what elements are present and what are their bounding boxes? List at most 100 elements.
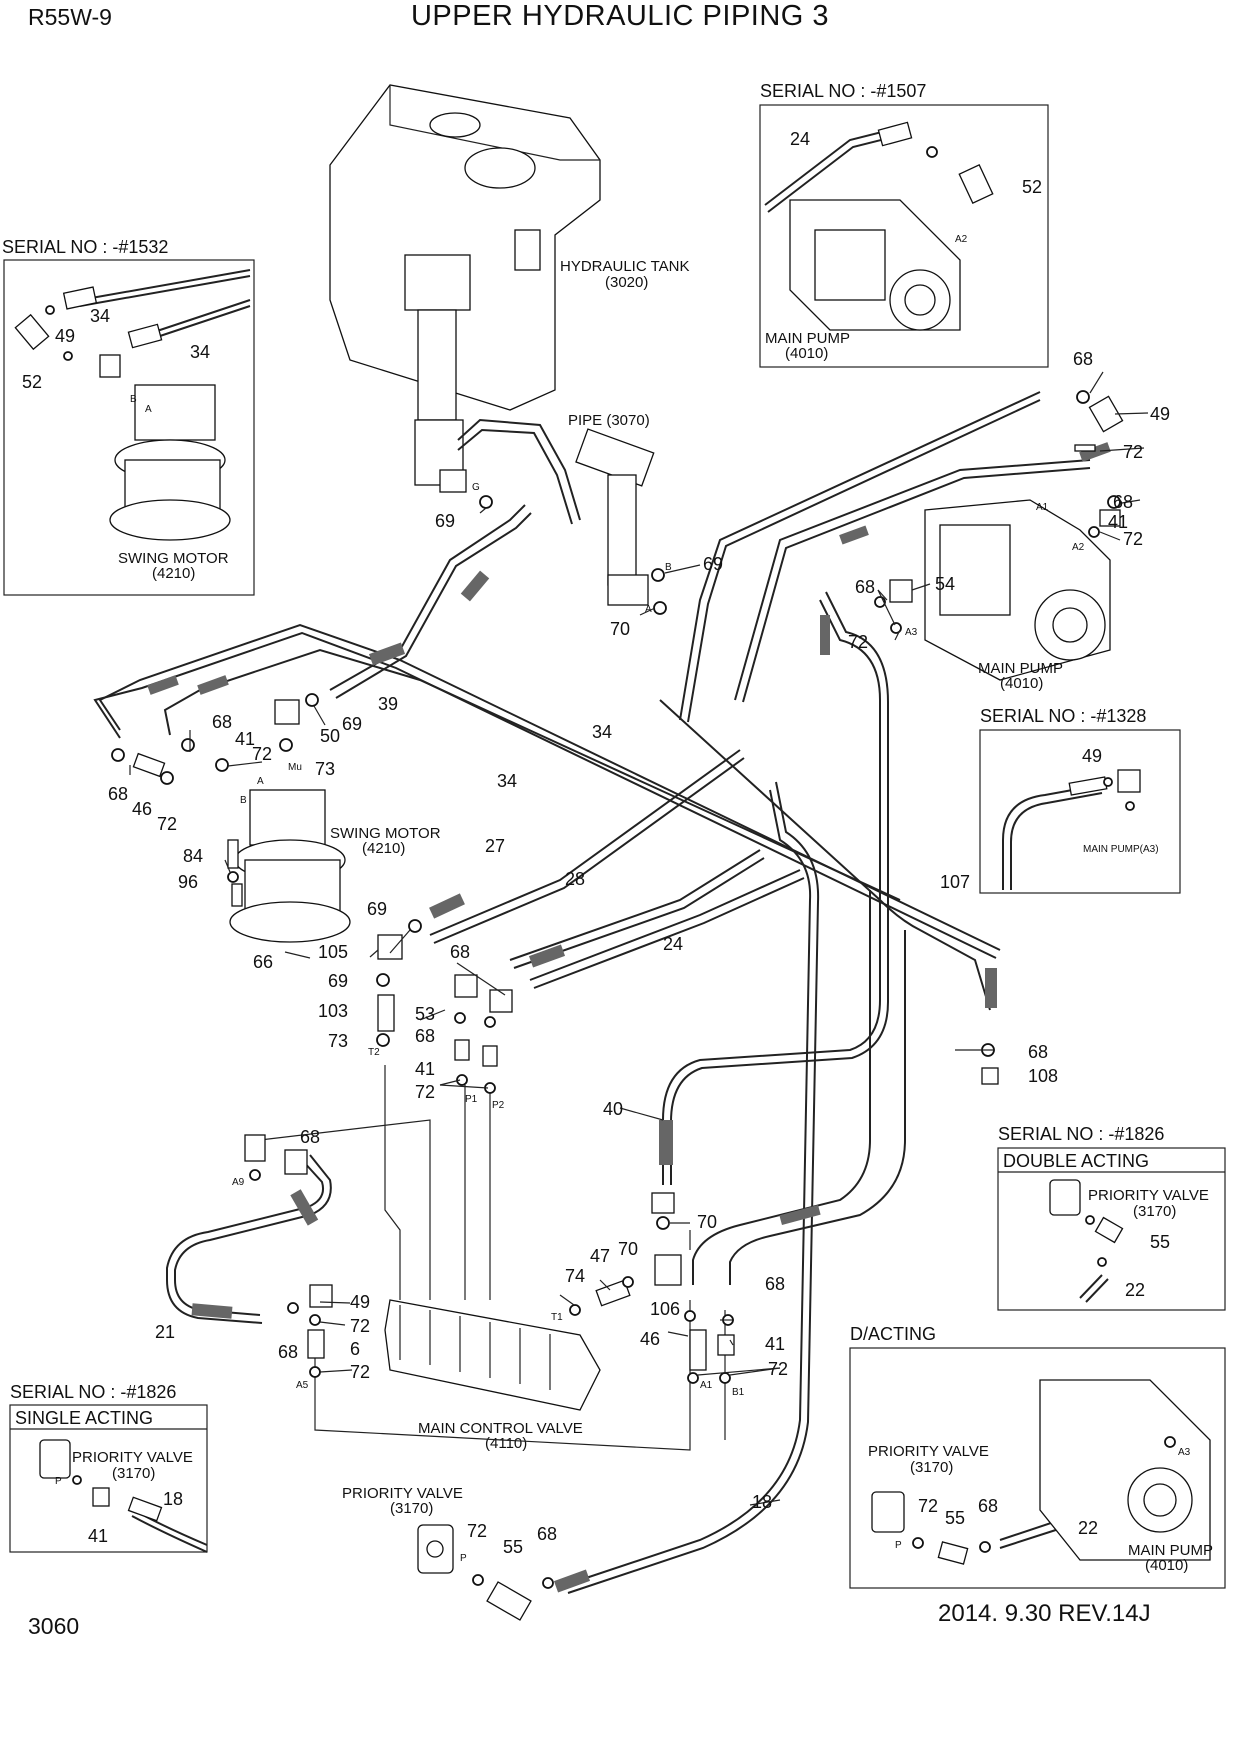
callout-103: 103 xyxy=(318,1001,348,1021)
port-p1: P1 xyxy=(465,1094,478,1105)
callout-68: 68 xyxy=(1073,349,1093,369)
callout-34: 34 xyxy=(190,342,210,362)
callout-6: 6 xyxy=(350,1339,360,1359)
swing-motor-code: (4210) xyxy=(362,840,405,857)
priority-valve-body xyxy=(1049,1179,1081,1216)
page-number: 3060 xyxy=(28,1613,80,1639)
callout-68: 68 xyxy=(1113,492,1133,512)
swing-motor: SWING MOTOR (4210) xyxy=(229,789,441,943)
callout-72: 72 xyxy=(467,1521,487,1541)
main-control-valve: MAIN CONTROL VALVE (4110) xyxy=(384,1299,601,1452)
priority-valve-code: (3170) xyxy=(910,1459,953,1476)
callout-54: 54 xyxy=(935,574,955,594)
callout-69: 69 xyxy=(367,899,387,919)
inset-serial-label: SERIAL NO : -#1328 xyxy=(980,706,1146,726)
callout-41: 41 xyxy=(765,1334,785,1354)
callout-55: 55 xyxy=(503,1537,523,1557)
callout-96: 96 xyxy=(178,872,198,892)
hoses xyxy=(93,391,1111,1594)
port-a1: A1 xyxy=(1036,502,1049,513)
callout-41: 41 xyxy=(235,729,255,749)
revision-stamp: 2014. 9.30 REV.14J xyxy=(938,1600,1151,1627)
callout-49: 49 xyxy=(350,1292,370,1312)
inset-heading: D/ACTING xyxy=(850,1324,936,1344)
callout-34: 34 xyxy=(90,306,110,326)
swing-motor-head xyxy=(134,384,216,441)
fittings xyxy=(111,390,1124,1384)
inset-serial-label: SERIAL NO : -#1826 xyxy=(10,1382,176,1402)
callout-106: 106 xyxy=(650,1299,680,1319)
inset-frame xyxy=(3,259,255,596)
callout-72: 72 xyxy=(1123,442,1143,462)
swing-motor-label: SWING MOTOR xyxy=(118,550,229,567)
callout-22: 22 xyxy=(1078,1518,1098,1538)
callout-69: 69 xyxy=(435,511,455,531)
callout-68: 68 xyxy=(1028,1042,1048,1062)
callout-107: 107 xyxy=(940,872,970,892)
port-mu: Mu xyxy=(288,762,302,773)
priority-valve-body xyxy=(39,1439,71,1479)
callout-41: 41 xyxy=(1108,512,1128,532)
inset-serial-label: SERIAL NO : -#1532 xyxy=(2,237,168,257)
callout-49: 49 xyxy=(55,326,75,346)
main-control-valve-label: MAIN CONTROL VALVE xyxy=(418,1420,583,1437)
inset-frame xyxy=(9,1404,208,1553)
callout-41: 41 xyxy=(415,1059,435,1079)
port-p2: P2 xyxy=(492,1100,505,1111)
callout-53: 53 xyxy=(415,1004,435,1024)
callout-68: 68 xyxy=(108,784,128,804)
callout-68: 68 xyxy=(415,1026,435,1046)
callout-66: 66 xyxy=(253,952,273,972)
callout-50: 50 xyxy=(320,726,340,746)
port-a1: A1 xyxy=(700,1380,713,1391)
swing-motor-head xyxy=(249,789,326,846)
callout-46: 46 xyxy=(640,1329,660,1349)
port-a: A xyxy=(257,776,264,787)
callout-72: 72 xyxy=(252,744,272,764)
priority-valve-body xyxy=(871,1491,905,1533)
callout-24: 24 xyxy=(663,934,683,954)
callout-68: 68 xyxy=(212,712,232,732)
inset-serial-1328: SERIAL NO : -#1328 49 MAIN PUMP(A3) xyxy=(979,706,1181,894)
callout-70: 70 xyxy=(610,619,630,639)
inset-serial-1532: SERIAL NO : -#1532 34 34 49 52 A B SWING… xyxy=(2,237,255,596)
callout-39: 39 xyxy=(378,694,398,714)
callout-21: 21 xyxy=(155,1322,175,1342)
callout-27: 27 xyxy=(485,836,505,856)
port-p: P xyxy=(55,1476,62,1487)
port-b: B xyxy=(665,562,672,573)
leader-lines xyxy=(129,371,1149,1506)
diagram-title: UPPER HYDRAULIC PIPING 3 xyxy=(410,0,830,32)
port-b: B xyxy=(240,795,247,806)
hydraulic-tank: HYDRAULIC TANK (3020) xyxy=(329,84,689,486)
pipe-label: PIPE (3070) xyxy=(568,412,650,429)
callout-49: 49 xyxy=(1082,746,1102,766)
callout-55: 55 xyxy=(1150,1232,1170,1252)
inset-heading: DOUBLE ACTING xyxy=(1003,1151,1149,1171)
port-p: P xyxy=(895,1540,902,1551)
priority-valve-code: (3170) xyxy=(1133,1203,1176,1220)
callout-55: 55 xyxy=(945,1508,965,1528)
callout-68: 68 xyxy=(300,1127,320,1147)
callout-40: 40 xyxy=(603,1099,623,1119)
callout-24: 24 xyxy=(790,129,810,149)
callout-73: 73 xyxy=(315,759,335,779)
callout-72: 72 xyxy=(768,1359,788,1379)
hydraulic-tank-code: (3020) xyxy=(605,274,648,291)
port-t2: T2 xyxy=(368,1047,380,1058)
callout-105: 105 xyxy=(318,942,348,962)
hydraulic-tank-label: HYDRAULIC TANK xyxy=(560,258,689,275)
model-number: R55W-9 xyxy=(28,4,112,30)
callout-72: 72 xyxy=(918,1496,938,1516)
inset-heading: SINGLE ACTING xyxy=(15,1408,153,1428)
main-pump-code: (4010) xyxy=(1000,675,1043,692)
callout-72: 72 xyxy=(157,814,177,834)
callout-70: 70 xyxy=(697,1212,717,1232)
priority-valve-label: PRIORITY VALVE xyxy=(72,1449,193,1466)
priority-valve-label: PRIORITY VALVE xyxy=(342,1485,463,1502)
callout-74: 74 xyxy=(565,1266,585,1286)
port-b1: B1 xyxy=(732,1387,745,1398)
callout-69: 69 xyxy=(328,971,348,991)
inset-serial-1826-double: SERIAL NO : -#1826 DOUBLE ACTING PRIORIT… xyxy=(997,1124,1226,1311)
